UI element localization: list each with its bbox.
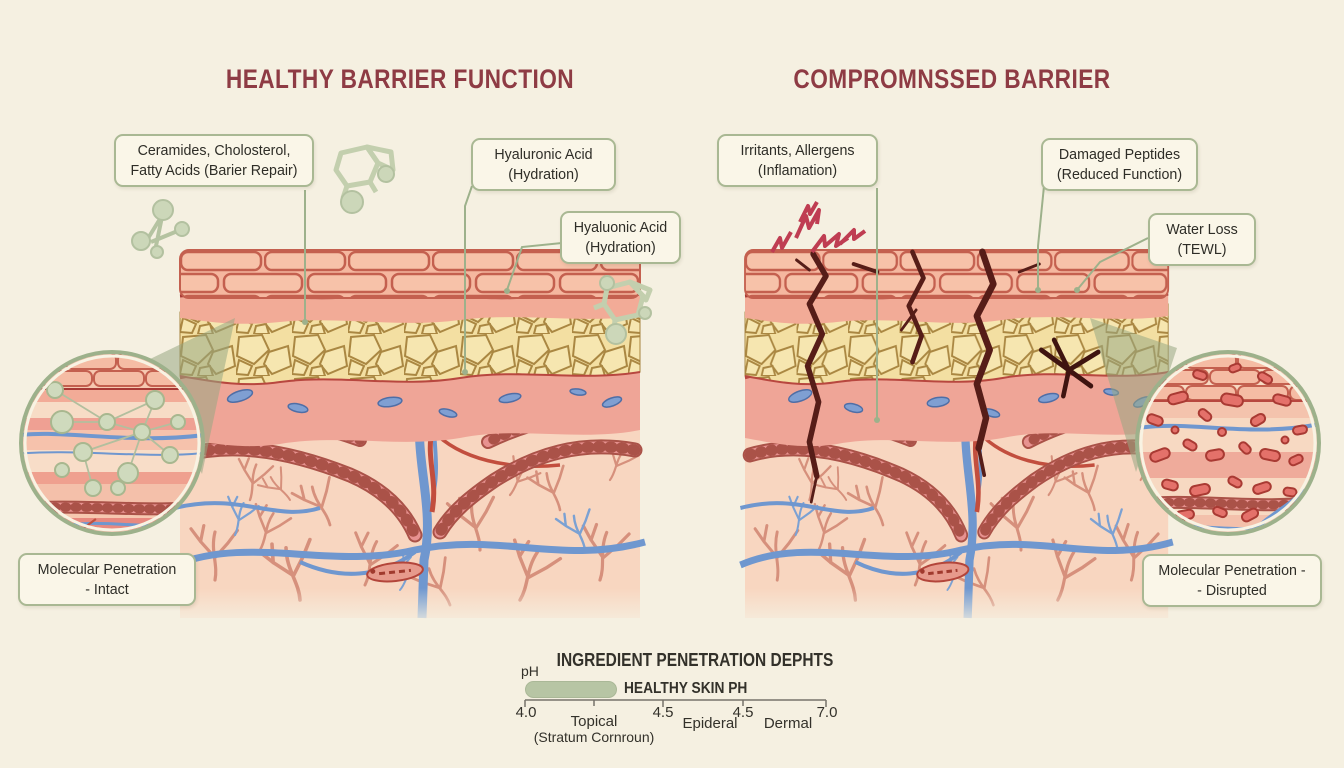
healthy-ph-bar-label: HEALTHY SKIN PH (624, 680, 748, 697)
zone-dermal: Dermal (763, 715, 813, 732)
callout-irritants: Irritants, Allergens(Inflamation) (717, 134, 878, 187)
zone-topical-sublabel: (Stratum Cornroun) (533, 729, 655, 745)
tick-4-5-b: 4.5 (732, 704, 754, 721)
panel-title-compromised: COMPROMNSSED BARRIER (793, 64, 1111, 94)
tick-4-5-a: 4.5 (652, 704, 674, 721)
scale-title: INGREDIENT PENETRATION DEPHTS (556, 650, 834, 670)
callout-hyaluonic-acid: Hyaluonic Acid(Hydration) (560, 211, 681, 264)
inset-disrupted-barrier (1135, 350, 1321, 536)
skin-panel-left (175, 250, 645, 618)
inset-intact-barrier (19, 350, 205, 536)
molecule-icon-ring-mid (593, 275, 653, 345)
magnifier-wedge-left (148, 318, 235, 474)
panel-title-healthy: HEALTHY BARRIER FUNCTION (225, 64, 575, 94)
leaked-particles (1146, 362, 1308, 523)
zone-topical: Topical (570, 713, 618, 730)
callout-hyaluronic-acid: Hyaluronic Acid(Hydration) (471, 138, 616, 191)
molecule-spheres (46, 381, 186, 497)
healthy-ph-bar (525, 681, 617, 698)
skin-panel-right (740, 250, 1172, 618)
barrier-cracks (797, 252, 1099, 502)
magnifier-wedge-right (1090, 318, 1177, 472)
irritant-zigzag-icons (770, 200, 867, 254)
tick-7-0: 7.0 (816, 704, 838, 721)
molecule-icon-ring-left (333, 144, 396, 214)
tick-4-0: 4.0 (515, 704, 537, 721)
callout-ceramides: Ceramides, Cholosterol,Fatty Acids (Bari… (114, 134, 314, 187)
callout-penetration-intact: Molecular Penetration- Intact (18, 553, 196, 606)
callout-damaged-peptides: Damaged Peptides(Reduced Function) (1041, 138, 1198, 191)
leader-dots (302, 287, 1080, 423)
ph-axis-label: pH (521, 663, 539, 679)
callout-leader-lines (304, 185, 1149, 420)
callout-penetration-disrupted: Molecular Penetration -- Disrupted (1142, 554, 1322, 607)
molecule-icon-cluster (131, 199, 190, 259)
zone-epidermal: Epideral (682, 715, 738, 732)
callout-water-loss: Water Loss(TEWL) (1148, 213, 1256, 266)
